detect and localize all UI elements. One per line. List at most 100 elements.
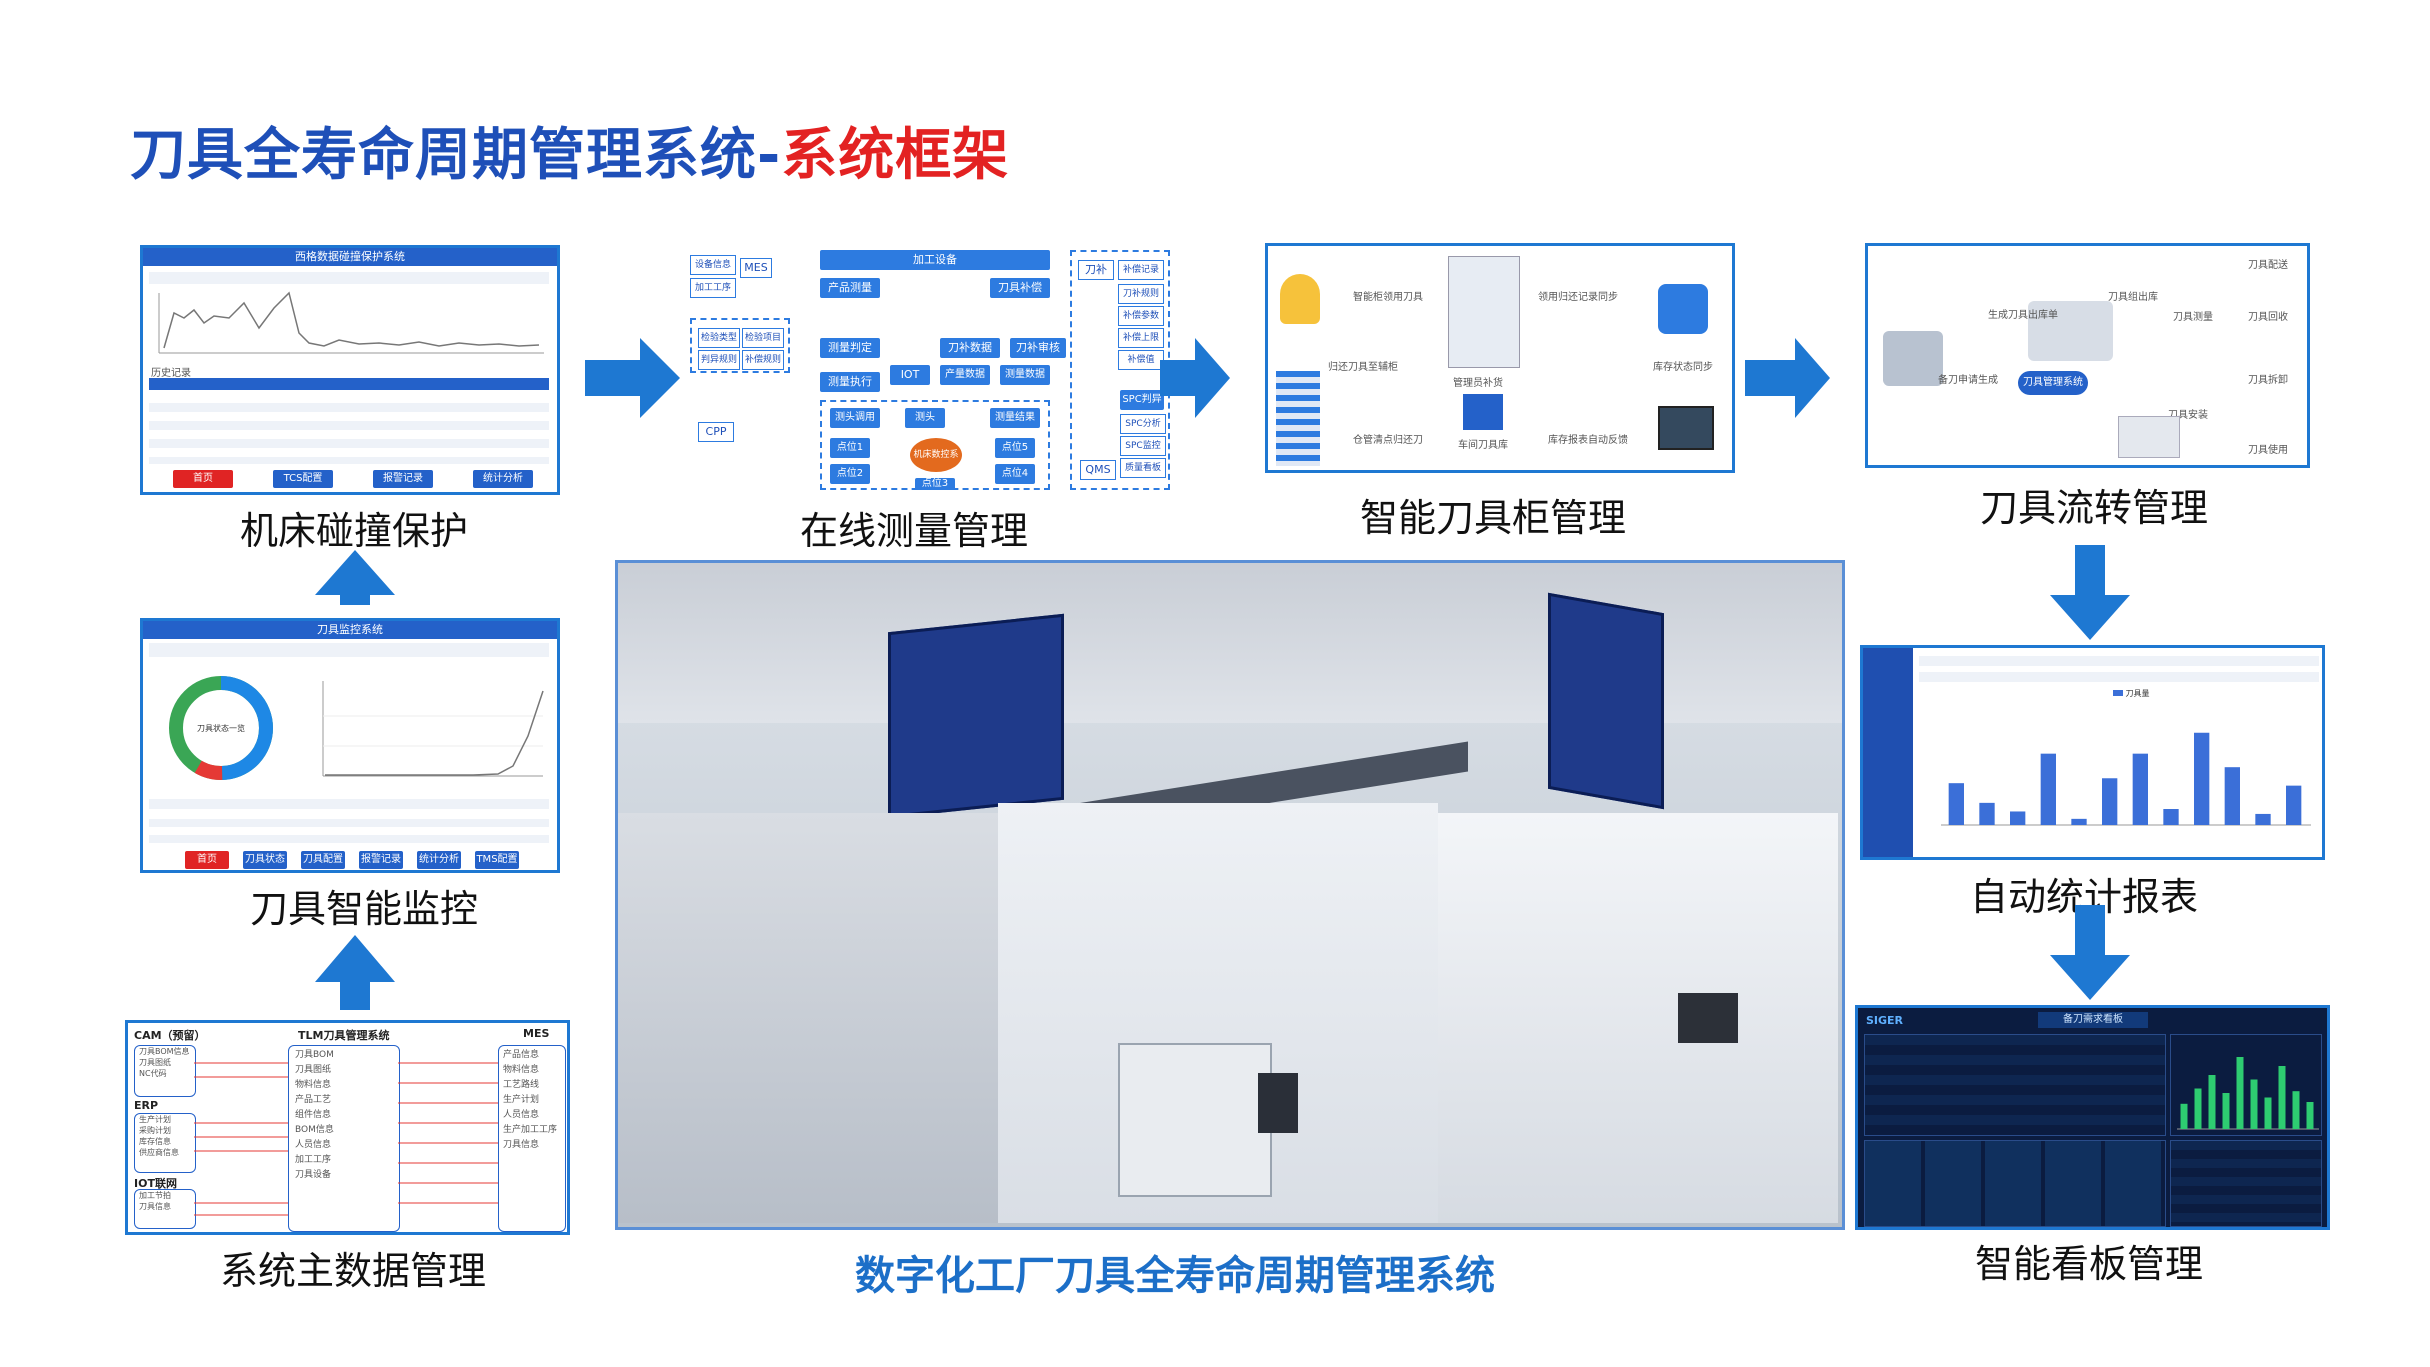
kanban-brand: SIGER bbox=[1866, 1014, 1904, 1027]
kanban-bar-chart bbox=[2177, 1057, 2319, 1130]
kanban-title: 备刀需求看板 bbox=[2038, 1012, 2148, 1028]
master-erp-item-1: 采购计划 bbox=[139, 1126, 171, 1135]
measure-config-group bbox=[690, 318, 790, 373]
master-erp-box: 生产计划 采购计划 库存信息 供应商信息 bbox=[134, 1113, 196, 1173]
kanban-bar-2 bbox=[2208, 1075, 2216, 1129]
measure-right-node-2: 刀补规则 bbox=[1118, 284, 1164, 304]
measure-result: 测量结果 bbox=[990, 408, 1040, 428]
flow-label-3: 刀具测量 bbox=[2173, 312, 2213, 323]
master-tlm-item-8: 刀具设备 bbox=[295, 1170, 332, 1180]
measure-spc-2: SPC监控 bbox=[1120, 436, 1166, 456]
monitor-home-button[interactable]: 首页 bbox=[185, 851, 229, 869]
measure-top-node: 加工设备 bbox=[820, 250, 1050, 270]
cabinet-label-5: 仓管清点归还刀 bbox=[1353, 435, 1423, 446]
caption-center: 数字化工厂刀具全寿命周期管理系统 bbox=[855, 1253, 1495, 1299]
master-cam-item-2: NC代码 bbox=[139, 1069, 167, 1078]
report-sidebar bbox=[1863, 648, 1913, 857]
master-tlm-item-4: 组件信息 bbox=[295, 1110, 332, 1120]
master-tlm-item-7: 加工工序 bbox=[295, 1155, 332, 1165]
arrow-right-1 bbox=[585, 338, 680, 418]
flow-panel: 刀具管理系统 备刀申请生成 生成刀具出库单 刀具组出库 刀具测量 刀具配送 刀具… bbox=[1865, 243, 2310, 468]
factory-machine-panel bbox=[1118, 1043, 1272, 1197]
measure-left-node-0: 设备信息 bbox=[690, 255, 736, 275]
arrow-right-3 bbox=[1745, 338, 1830, 418]
flow-label-4: 刀具安装 bbox=[2168, 410, 2208, 421]
tool-rack-icon bbox=[1883, 331, 1943, 386]
monitor-config-button[interactable]: 刀具配置 bbox=[301, 851, 345, 869]
master-data-panel: CAM（预留） TLM刀具管理系统 MES 刀具BOM信息 刀具图纸 NC代码 … bbox=[125, 1020, 570, 1235]
monitor-icon bbox=[1658, 406, 1714, 450]
cabinet-label-7: 车间刀具库 bbox=[1458, 440, 1508, 451]
master-mes-item-3: 生产计划 bbox=[503, 1095, 540, 1105]
master-tlm-item-1: 刀具图纸 bbox=[295, 1065, 332, 1075]
report-bar-7 bbox=[2163, 809, 2179, 825]
kanban-cards bbox=[1864, 1140, 2166, 1227]
master-cam-item-0: 刀具BOM信息 bbox=[139, 1047, 190, 1056]
monitor-tms-button[interactable]: TMS配置 bbox=[475, 851, 519, 869]
measure-point-2: 点位2 bbox=[830, 464, 870, 484]
measure-qms-node: QMS bbox=[1080, 460, 1116, 480]
master-mes-box: 产品信息 物料信息 工艺路线 生产计划 人员信息 生产加工工序 刀具信息 bbox=[498, 1045, 566, 1232]
kanban-bar-0 bbox=[2180, 1103, 2188, 1129]
flow-label-6: 刀具拆卸 bbox=[2248, 375, 2288, 386]
kanban-panel: SIGER 备刀需求看板 bbox=[1855, 1005, 2330, 1230]
measure-point-3: 点位3 bbox=[915, 478, 955, 490]
title-highlight: 系统框架 bbox=[781, 123, 1010, 188]
cabinet-panel: 智能柜领用刀具 领用归还记录同步 归还刀具至辅柜 管理员补货 库存状态同步 仓管… bbox=[1265, 243, 1735, 473]
collision-alarm-button[interactable]: 报警记录 bbox=[373, 470, 433, 488]
master-cam-item-1: 刀具图纸 bbox=[139, 1058, 171, 1067]
flow-label-5: 刀具使用 bbox=[2248, 445, 2288, 456]
monitor-alarm-button[interactable]: 报警记录 bbox=[359, 851, 403, 869]
monitor-stats-button[interactable]: 统计分析 bbox=[417, 851, 461, 869]
report-bar-10 bbox=[2255, 813, 2271, 825]
cabinet-label-0: 智能柜领用刀具 bbox=[1353, 292, 1423, 303]
collision-home-button[interactable]: 首页 bbox=[173, 470, 233, 488]
report-bar-9 bbox=[2224, 767, 2240, 825]
measure-node-9: 测量数据 bbox=[1000, 365, 1050, 385]
collision-protection-panel: 西格数据碰撞保护系统 历史记录 首页 TCS配置 报警记录 统计分析 bbox=[140, 245, 560, 495]
kanban-bar-4 bbox=[2236, 1057, 2244, 1129]
cabinet-label-1: 领用归还记录同步 bbox=[1538, 292, 1618, 303]
arrow-up-1 bbox=[315, 550, 395, 605]
caption-collision: 机床碰撞保护 bbox=[240, 509, 469, 553]
collision-table-body bbox=[149, 394, 549, 464]
report-toolbar bbox=[1919, 656, 2319, 666]
master-mes-item-5: 生产加工工序 bbox=[503, 1125, 558, 1135]
sub-cabinet-icon bbox=[1276, 371, 1320, 466]
measure-right-node-1: 补偿记录 bbox=[1118, 260, 1164, 280]
report-legend: 刀具量 bbox=[2113, 688, 2150, 699]
flow-label-2: 刀具组出库 bbox=[2108, 292, 2158, 303]
arrow-right-2 bbox=[1160, 338, 1230, 418]
master-iot-title: IOT联网 bbox=[134, 1177, 177, 1190]
kanban-bar-8 bbox=[2292, 1091, 2300, 1129]
measure-probe-call: 测头调用 bbox=[830, 408, 880, 428]
measure-right-node-3: 补偿参数 bbox=[1118, 306, 1164, 326]
collision-tcs-button[interactable]: TCS配置 bbox=[273, 470, 333, 488]
measure-node-3: 测量判定 bbox=[820, 338, 880, 358]
kanban-bar-3 bbox=[2222, 1093, 2230, 1129]
caption-measure: 在线测量管理 bbox=[800, 509, 1029, 553]
measure-point-1: 点位1 bbox=[830, 438, 870, 458]
cabinet-label-4: 库存状态同步 bbox=[1653, 362, 1713, 373]
caption-monitor: 刀具智能监控 bbox=[250, 887, 479, 931]
master-iot-box: 加工节拍 刀具信息 bbox=[134, 1189, 196, 1229]
cabinet-label-3: 管理员补货 bbox=[1453, 378, 1503, 389]
caption-kanban: 智能看板管理 bbox=[1975, 1242, 2204, 1286]
monitor-status-button[interactable]: 刀具状态 bbox=[243, 851, 287, 869]
collision-list-title: 历史记录 bbox=[151, 368, 191, 379]
monitor-line-chart bbox=[322, 681, 544, 777]
factory-machines-left bbox=[618, 813, 998, 1223]
smart-cabinet-icon bbox=[1448, 256, 1520, 368]
master-mes-item-1: 物料信息 bbox=[503, 1065, 540, 1075]
report-bar-5 bbox=[2102, 778, 2118, 825]
measure-point-5: 点位5 bbox=[995, 438, 1035, 458]
flow-label-9: 备刀申请生成 bbox=[1938, 375, 1998, 386]
measure-point-4: 点位4 bbox=[995, 464, 1035, 484]
arrow-down-1 bbox=[2050, 545, 2130, 640]
monitor-donut-label: 刀具状态一览 bbox=[197, 724, 245, 733]
report-filter bbox=[1919, 672, 2319, 682]
report-bar-0 bbox=[1948, 783, 1964, 825]
tool-cabinet-icon bbox=[2028, 301, 2113, 361]
collision-stats-button[interactable]: 统计分析 bbox=[473, 470, 533, 488]
measure-left-node-4: 判异规则 bbox=[698, 350, 740, 370]
